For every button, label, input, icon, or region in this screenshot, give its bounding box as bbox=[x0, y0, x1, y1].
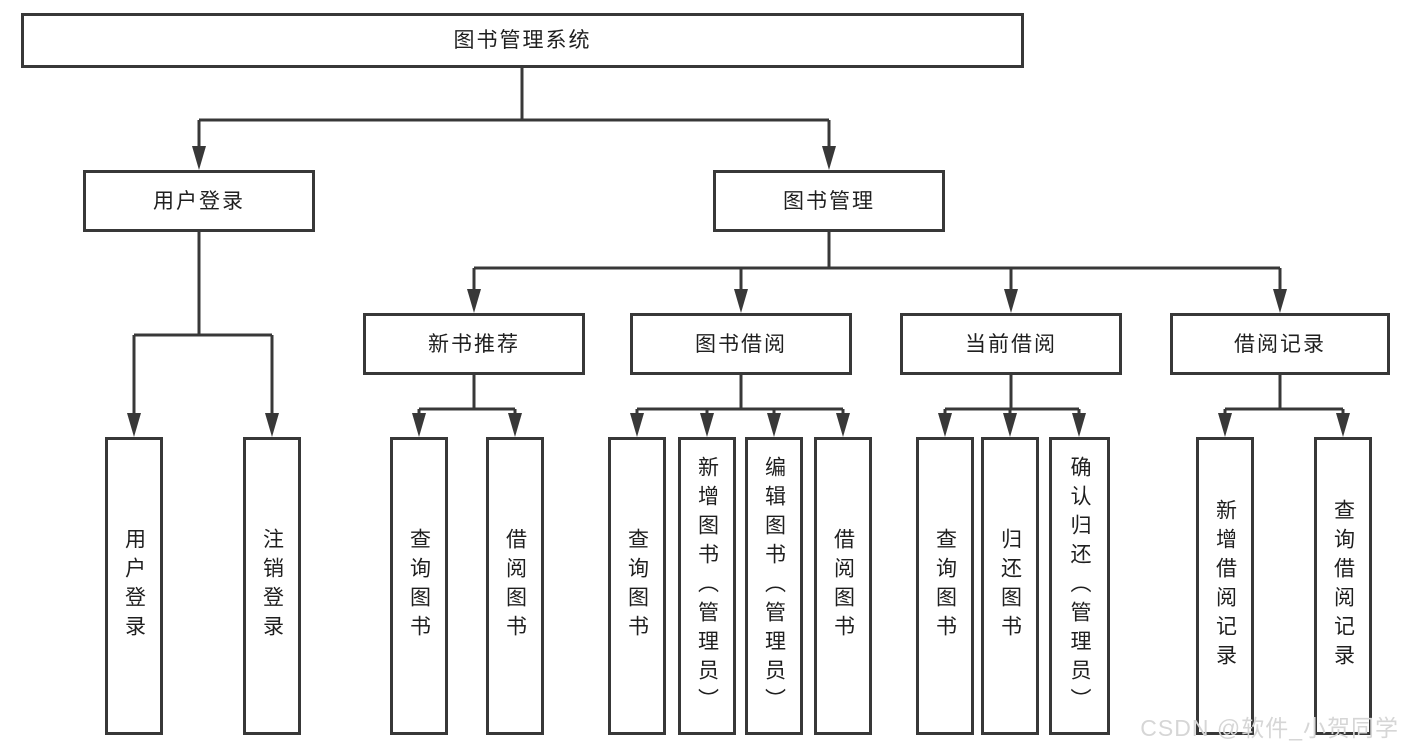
leaf-edit-book-admin-label: 编辑图书（管理员） bbox=[762, 455, 786, 717]
leaf-return-book: 归还图书 bbox=[981, 437, 1039, 735]
leaf-query-book-borrow: 查询图书 bbox=[608, 437, 666, 735]
node-book-borrow: 图书借阅 bbox=[630, 313, 852, 375]
arrowhead bbox=[127, 413, 141, 437]
leaf-query-book-recommend-label: 查询图书 bbox=[407, 528, 431, 644]
arrowhead bbox=[836, 413, 850, 437]
connector-book-borrow-children bbox=[635, 375, 845, 415]
connector-new-book-children bbox=[417, 375, 517, 415]
node-book-borrow-label: 图书借阅 bbox=[695, 332, 787, 356]
leaf-logout: 注销登录 bbox=[243, 437, 301, 735]
leaf-add-book-admin-label: 新增图书（管理员） bbox=[695, 455, 719, 717]
node-book-management-label: 图书管理 bbox=[783, 189, 875, 213]
arrowhead bbox=[265, 413, 279, 437]
leaf-query-borrow-record-label: 查询借阅记录 bbox=[1331, 499, 1355, 673]
arrowhead bbox=[192, 146, 206, 170]
leaf-confirm-return-admin-label: 确认归还（管理员） bbox=[1068, 455, 1091, 717]
arrowhead bbox=[508, 413, 522, 437]
arrowhead bbox=[734, 289, 748, 313]
arrowhead bbox=[1336, 413, 1350, 437]
connector-root-to-branches bbox=[197, 68, 831, 150]
arrowhead bbox=[1004, 289, 1018, 313]
leaf-confirm-return-admin: 确认归还（管理员） bbox=[1049, 437, 1110, 735]
node-user-login-label: 用户登录 bbox=[153, 189, 245, 213]
arrowhead bbox=[1218, 413, 1232, 437]
connector-borrow-record-children bbox=[1223, 375, 1345, 415]
leaf-add-book-admin: 新增图书（管理员） bbox=[678, 437, 736, 735]
arrowhead bbox=[412, 413, 426, 437]
node-user-login: 用户登录 bbox=[83, 170, 315, 232]
leaf-user-login: 用户登录 bbox=[105, 437, 163, 735]
connector-current-borrow-children bbox=[943, 375, 1081, 415]
arrowhead bbox=[767, 413, 781, 437]
arrowhead bbox=[822, 146, 836, 170]
arrowhead bbox=[700, 413, 714, 437]
leaf-borrow-book-label: 借阅图书 bbox=[831, 528, 855, 644]
leaf-edit-book-admin: 编辑图书（管理员） bbox=[745, 437, 803, 735]
leaf-borrow-book-recommend-label: 借阅图书 bbox=[503, 528, 527, 644]
node-root: 图书管理系统 bbox=[21, 13, 1024, 68]
node-new-book-recommend: 新书推荐 bbox=[363, 313, 585, 375]
connector-book-mgmt-modules bbox=[472, 232, 1282, 291]
node-root-label: 图书管理系统 bbox=[453, 29, 592, 52]
node-book-management: 图书管理 bbox=[713, 170, 945, 232]
leaf-user-login-label: 用户登录 bbox=[122, 528, 146, 644]
arrowhead bbox=[1273, 289, 1287, 313]
leaf-query-book-current: 查询图书 bbox=[916, 437, 974, 735]
leaf-query-book-borrow-label: 查询图书 bbox=[625, 528, 649, 644]
node-current-borrow: 当前借阅 bbox=[900, 313, 1122, 375]
node-new-book-recommend-label: 新书推荐 bbox=[428, 332, 520, 356]
arrowhead bbox=[938, 413, 952, 437]
leaf-borrow-book: 借阅图书 bbox=[814, 437, 872, 735]
leaf-return-book-label: 归还图书 bbox=[998, 528, 1022, 644]
leaf-query-book-recommend: 查询图书 bbox=[390, 437, 448, 735]
leaf-query-book-current-label: 查询图书 bbox=[933, 528, 957, 644]
leaf-query-borrow-record: 查询借阅记录 bbox=[1314, 437, 1372, 735]
connector-user-login-children bbox=[132, 232, 274, 415]
leaf-logout-label: 注销登录 bbox=[260, 528, 284, 644]
leaf-add-borrow-record: 新增借阅记录 bbox=[1196, 437, 1254, 735]
leaf-add-borrow-record-label: 新增借阅记录 bbox=[1213, 499, 1237, 673]
node-current-borrow-label: 当前借阅 bbox=[965, 332, 1057, 356]
node-borrow-record: 借阅记录 bbox=[1170, 313, 1390, 375]
leaf-borrow-book-recommend: 借阅图书 bbox=[486, 437, 544, 735]
arrowhead bbox=[1003, 413, 1017, 437]
arrowhead bbox=[1072, 413, 1086, 437]
node-borrow-record-label: 借阅记录 bbox=[1234, 332, 1326, 356]
arrowhead bbox=[630, 413, 644, 437]
arrowhead bbox=[467, 289, 481, 313]
